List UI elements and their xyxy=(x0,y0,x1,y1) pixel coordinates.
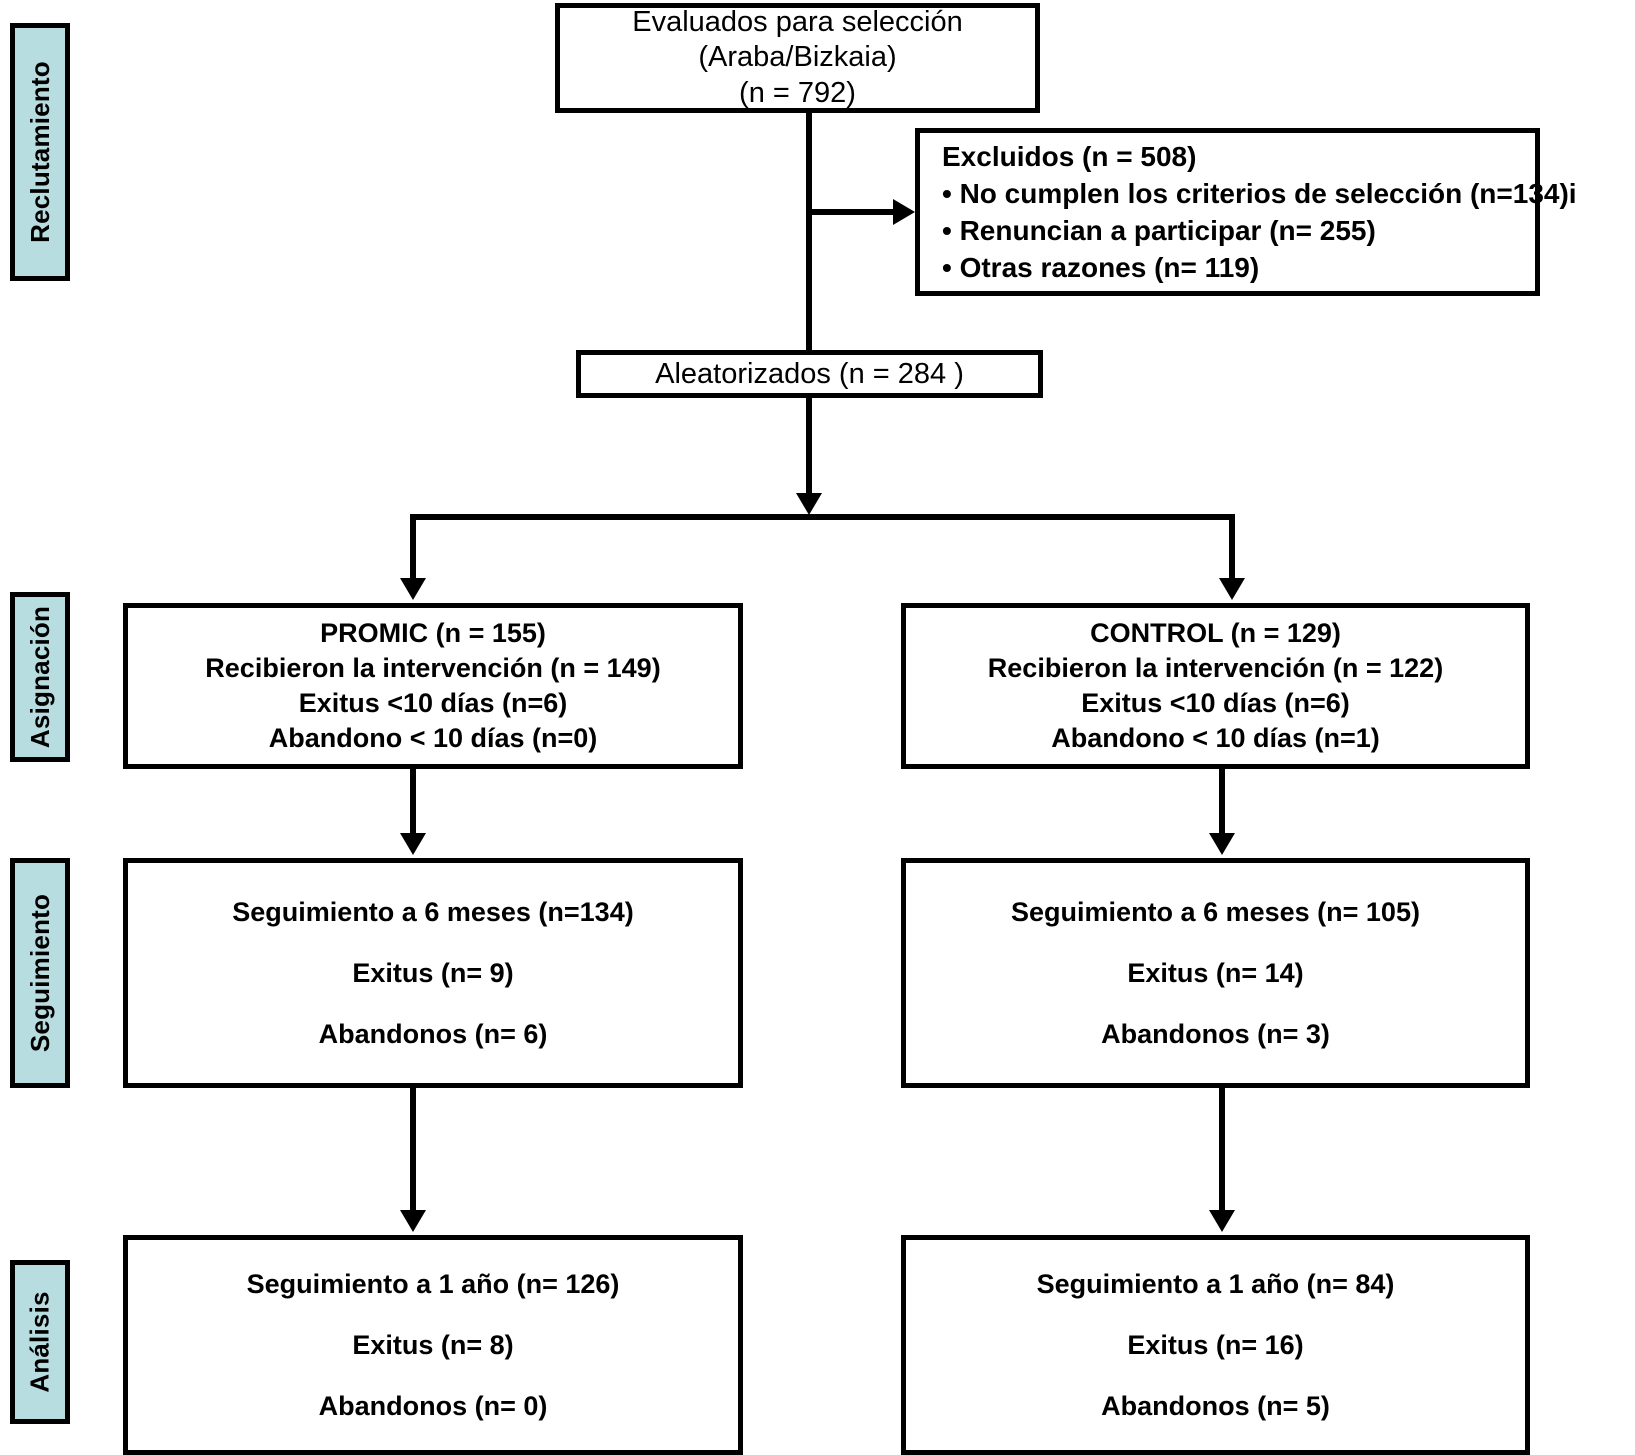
control-alloc-line-1: CONTROL (n = 129) xyxy=(1090,617,1341,648)
control-1y-line-1: Seguimiento a 1 año (n= 84) xyxy=(1036,1268,1395,1299)
arrowhead-to-control-asignacion xyxy=(1219,578,1245,600)
stage-tab-asignacion-label: Asignación xyxy=(25,605,56,749)
control-6m-line-1: Seguimiento a 6 meses (n= 105) xyxy=(1011,896,1420,927)
connector-control-6m-to-1y xyxy=(1219,1088,1225,1212)
control-6m-line-3: Abandonos (n= 3) xyxy=(1101,1018,1330,1049)
node-evaluados-para-seleccion: Evaluados para selección (Araba/Bizkaia)… xyxy=(555,3,1040,113)
connector-randomized-down xyxy=(806,398,812,496)
arrowhead-promic-1y xyxy=(400,1210,426,1232)
control-alloc-line-4: Abandono < 10 días (n=1) xyxy=(1051,723,1380,754)
connector-promic-6m-to-1y xyxy=(410,1088,416,1212)
connector-split-to-control xyxy=(1229,514,1235,580)
excluidos-reason-3: • Otras razones (n= 119) xyxy=(942,252,1260,284)
promic-1y-line-1: Seguimiento a 1 año (n= 126) xyxy=(246,1268,620,1299)
promic-6m-line-2: Exitus (n= 9) xyxy=(352,957,514,988)
stage-tab-seguimiento: Seguimiento xyxy=(10,858,70,1088)
control-1y-line-2: Exitus (n= 16) xyxy=(1127,1329,1304,1360)
excluidos-reason-2: • Renuncian a participar (n= 255) xyxy=(942,215,1376,246)
node-promic-seguimiento-6-meses: Seguimiento a 6 meses (n=134) Exitus (n=… xyxy=(123,858,743,1088)
stage-tab-asignacion: Asignación xyxy=(10,592,70,762)
screened-line-1: Evaluados para selección xyxy=(632,5,963,38)
connector-promic-alloc-to-6m xyxy=(410,769,416,835)
node-control-seguimiento-1-ano: Seguimiento a 1 año (n= 84) Exitus (n= 1… xyxy=(901,1235,1530,1455)
control-alloc-line-2: Recibieron la intervención (n = 122) xyxy=(987,652,1444,683)
node-control-asignacion: CONTROL (n = 129) Recibieron la interven… xyxy=(901,603,1530,769)
excluidos-heading: Excluidos (n = 508) xyxy=(942,140,1197,172)
connector-trunk-to-excluded xyxy=(806,209,894,215)
arrowhead-to-excluded xyxy=(893,199,915,225)
stage-tab-analisis: Análisis xyxy=(10,1260,70,1424)
arrowhead-control-1y xyxy=(1209,1210,1235,1232)
arrowhead-promic-6m xyxy=(400,833,426,855)
connector-split-bar xyxy=(410,514,1235,520)
stage-tab-reclutamiento: Reclutamiento xyxy=(10,23,70,281)
node-excluidos: Excluidos (n = 508) • No cumplen los cri… xyxy=(915,128,1577,296)
excluidos-reason-1: • No cumplen los criterios de selección … xyxy=(942,177,1577,209)
screened-line-3: (n = 792) xyxy=(739,76,856,109)
control-alloc-line-3: Exitus <10 días (n=6) xyxy=(1081,688,1350,718)
promic-6m-line-1: Seguimiento a 6 meses (n=134) xyxy=(232,896,634,927)
aleatorizados-line: Aleatorizados (n = 284 ) xyxy=(655,357,964,390)
connector-split-to-promic xyxy=(410,514,416,580)
arrowhead-control-6m xyxy=(1209,833,1235,855)
connector-screened-to-randomized xyxy=(806,113,812,353)
control-1y-line-3: Abandonos (n= 5) xyxy=(1101,1390,1330,1421)
arrowhead-randomized-split xyxy=(796,493,822,515)
promic-alloc-line-1: PROMIC (n = 155) xyxy=(320,617,546,648)
promic-1y-line-2: Exitus (n= 8) xyxy=(352,1329,514,1360)
promic-alloc-line-3: Exitus <10 días (n=6) xyxy=(298,688,568,718)
control-6m-line-2: Exitus (n= 14) xyxy=(1127,957,1304,988)
connector-control-alloc-to-6m xyxy=(1219,769,1225,835)
node-promic-seguimiento-1-ano: Seguimiento a 1 año (n= 126) Exitus (n= … xyxy=(123,1235,743,1455)
promic-6m-line-3: Abandonos (n= 6) xyxy=(318,1018,548,1049)
promic-1y-line-3: Abandonos (n= 0) xyxy=(318,1390,548,1421)
promic-alloc-line-4: Abandono < 10 días (n=0) xyxy=(268,723,598,754)
stage-tab-analisis-label: Análisis xyxy=(25,1291,55,1393)
stage-tab-seguimiento-label: Seguimiento xyxy=(25,893,55,1053)
node-promic-asignacion: PROMIC (n = 155) Recibieron la intervenc… xyxy=(123,603,743,769)
node-aleatorizados: Aleatorizados (n = 284 ) xyxy=(576,350,1043,398)
node-control-seguimiento-6-meses: Seguimiento a 6 meses (n= 105) Exitus (n… xyxy=(901,858,1530,1088)
promic-alloc-line-2: Recibieron la intervención (n = 149) xyxy=(205,652,661,683)
arrowhead-to-promic-asignacion xyxy=(400,578,426,600)
stage-tab-reclutamiento-label: Reclutamiento xyxy=(25,61,55,243)
screened-line-2: (Araba/Bizkaia) xyxy=(698,41,897,74)
